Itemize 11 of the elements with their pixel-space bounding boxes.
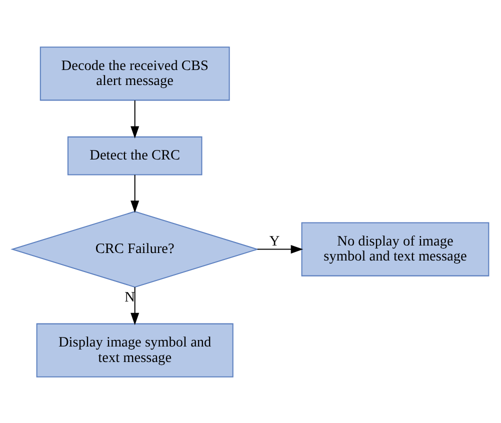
arrow bbox=[130, 100, 140, 138]
arrow bbox=[130, 286, 140, 325]
edge-label: N bbox=[124, 289, 135, 306]
arrow bbox=[130, 174, 140, 212]
arrow bbox=[257, 244, 304, 254]
node-box: Decode the received CBS alert message bbox=[40, 46, 230, 100]
node-box: Detect the CRC bbox=[67, 136, 202, 175]
node-box: No display of image symbol and text message bbox=[301, 222, 490, 276]
edge-label: Y bbox=[269, 232, 280, 249]
node-diamond: CRC Failure? bbox=[10, 210, 260, 288]
node-box: Display image symbol and text message bbox=[36, 322, 234, 377]
